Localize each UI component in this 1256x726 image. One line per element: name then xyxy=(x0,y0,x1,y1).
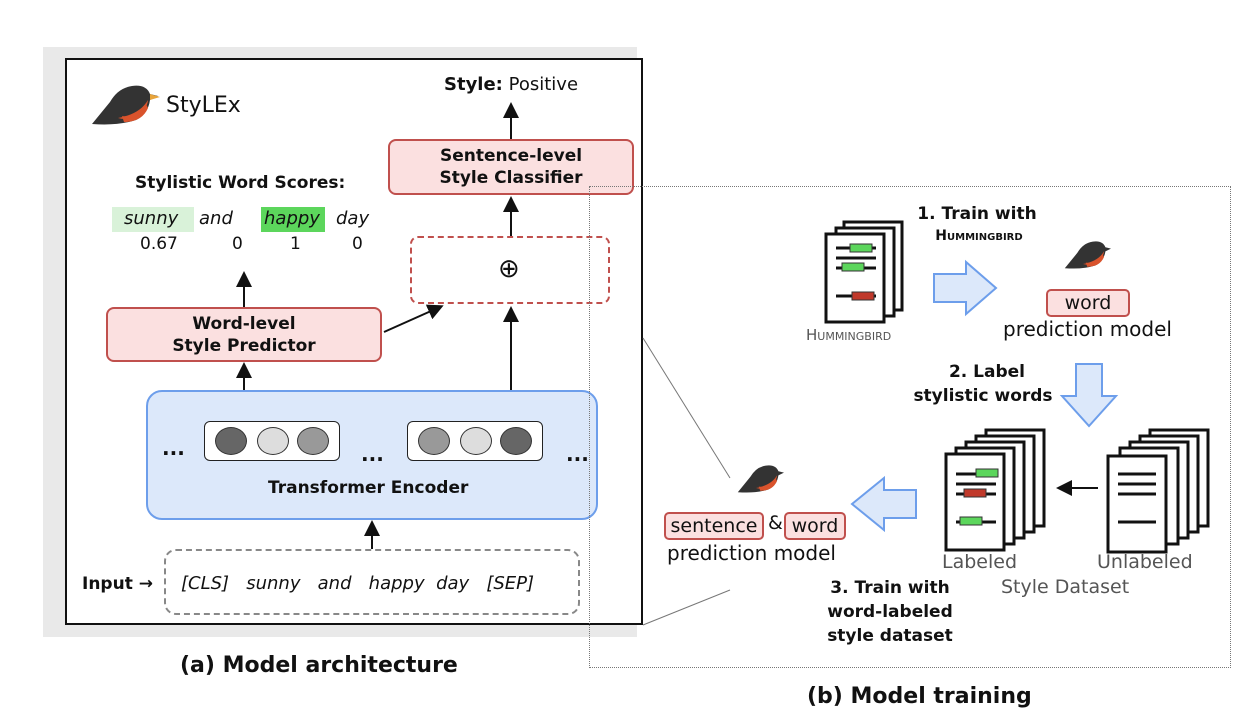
vector-dot xyxy=(500,427,532,455)
word-score: 0 xyxy=(352,234,363,254)
step3-line1: 3. Train with xyxy=(830,578,950,598)
word-level-predictor: Word-level Style Predictor xyxy=(106,307,382,362)
word-score: 0 xyxy=(232,234,243,254)
sentence-classifier-line1: Sentence-level xyxy=(439,146,583,166)
word-token: and xyxy=(199,208,233,229)
highlight-sunny xyxy=(112,207,194,232)
block-arrow-icon xyxy=(933,259,998,317)
labeled-label: Labeled xyxy=(942,551,1018,573)
bird-icon xyxy=(1064,241,1111,269)
output-style-label: Style: xyxy=(444,74,503,95)
word-tag-final: word xyxy=(784,512,846,540)
vector-dot xyxy=(297,427,329,455)
input-tokens: [CLS] sunny and happy day [SEP] xyxy=(181,573,535,594)
caption-b: (b) Model training xyxy=(807,684,1032,709)
block-arrow-icon xyxy=(850,475,917,533)
token-vector-box xyxy=(204,421,340,461)
block-arrow-icon xyxy=(1059,363,1119,428)
vector-dot xyxy=(418,427,450,455)
plus-symbol: ⊕ xyxy=(498,254,520,284)
aggregation-box xyxy=(410,236,610,304)
word-predictor-line1: Word-level xyxy=(192,313,296,334)
step1-line2: Hummingbird xyxy=(935,228,1023,244)
step2-line2: stylistic words xyxy=(913,386,1053,406)
word-tag: word xyxy=(1046,289,1130,317)
bird-icon xyxy=(92,85,160,125)
word-scores-title: Stylistic Word Scores: xyxy=(135,173,346,193)
word-predictor-line2: Style Predictor xyxy=(172,335,316,356)
word-token: sunny xyxy=(124,208,179,229)
bird-icon xyxy=(737,465,784,493)
token-vector-box xyxy=(407,421,543,461)
hummingbird-dataset-label: Hummingbird xyxy=(806,326,892,344)
ellipsis: ... xyxy=(361,442,384,466)
input-sequence-box xyxy=(164,549,580,615)
vector-dot xyxy=(215,427,247,455)
highlight-happy xyxy=(261,207,325,232)
step3-line2: word-labeled xyxy=(827,602,953,622)
word-token: happy xyxy=(264,208,320,229)
ampersand: & xyxy=(768,512,783,534)
input-label: Input → xyxy=(82,574,153,594)
step2-line1: 2. Label xyxy=(948,362,1026,382)
panel-b-frame xyxy=(589,186,1231,668)
word-score: 0.67 xyxy=(140,234,178,254)
final-model-label: prediction model xyxy=(667,541,836,565)
step1-line1: 1. Train with xyxy=(917,204,1037,224)
brand-name: StyLEx xyxy=(166,93,241,118)
unlabeled-label: Unlabeled xyxy=(1097,551,1193,573)
document-stack-icon xyxy=(1106,428,1210,554)
output-style-value: Positive xyxy=(508,74,579,95)
word-model-label: prediction model xyxy=(1003,317,1172,341)
word-score: 1 xyxy=(290,234,301,254)
sentence-tag: sentence xyxy=(664,512,764,540)
output-style: Style: Positive xyxy=(444,74,578,95)
ellipsis: ... xyxy=(566,442,589,466)
step3-line3: style dataset xyxy=(827,626,953,646)
caption-a: (a) Model architecture xyxy=(180,653,458,678)
encoder-label: Transformer Encoder xyxy=(268,478,469,498)
style-dataset-label: Style Dataset xyxy=(1001,576,1130,598)
vector-dot xyxy=(460,427,492,455)
sentence-level-classifier: Sentence-level Style Classifier xyxy=(388,139,634,195)
sentence-classifier-line2: Style Classifier xyxy=(439,168,583,188)
vector-dot xyxy=(257,427,289,455)
ellipsis: ... xyxy=(162,436,185,460)
document-stack-icon xyxy=(824,220,904,324)
document-stack-icon xyxy=(944,428,1046,552)
word-token: day xyxy=(336,208,370,229)
